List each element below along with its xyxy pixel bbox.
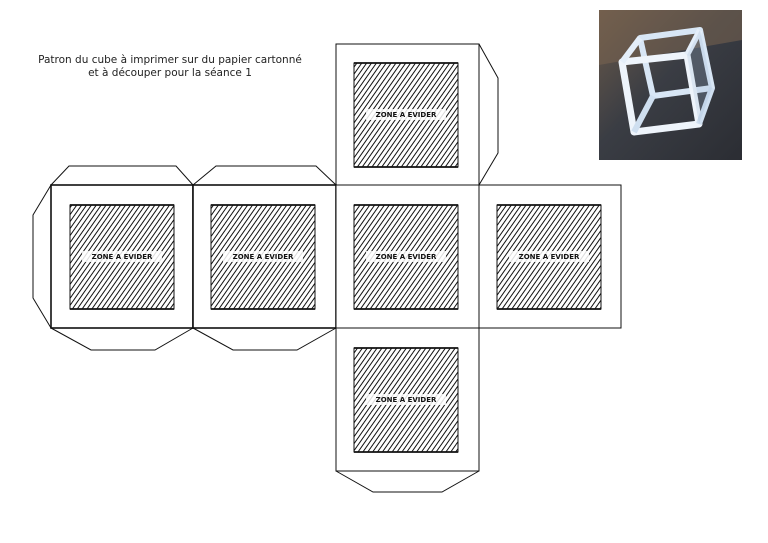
glue-tab-face1-top: [50, 165, 194, 186]
glue-tab-face1-bottom: [50, 327, 194, 351]
glue-tab-bottom: [335, 470, 480, 493]
instructions: Patron du cube à imprimer sur du papier …: [20, 54, 320, 80]
cube-photo: [599, 10, 742, 160]
zone-edges: [70, 62, 601, 453]
instruction-line-2: et à découper pour la séance 1: [88, 67, 252, 79]
instruction-line-1: Patron du cube à imprimer sur du papier …: [38, 54, 302, 66]
zone-label-left-1: ZONE A EVIDER: [92, 253, 153, 261]
zone-label-top: ZONE A EVIDER: [376, 111, 437, 119]
glue-tab-top-right: [478, 43, 499, 186]
cube-frame-illustration: [618, 27, 715, 136]
zone-label-left-2: ZONE A EVIDER: [233, 253, 294, 261]
glue-tab-face2-bottom: [192, 327, 337, 351]
glue-tab-left: [32, 184, 52, 329]
glue-tabs: [32, 43, 499, 493]
glue-tab-face2-top: [192, 165, 337, 186]
zone-label-bottom: ZONE A EVIDER: [376, 396, 437, 404]
zone-label-right: ZONE A EVIDER: [519, 253, 580, 261]
zone-label-center: ZONE A EVIDER: [376, 253, 437, 261]
zone-labels: ZONE A EVIDER ZONE A EVIDER ZONE A EVIDE…: [82, 109, 589, 405]
